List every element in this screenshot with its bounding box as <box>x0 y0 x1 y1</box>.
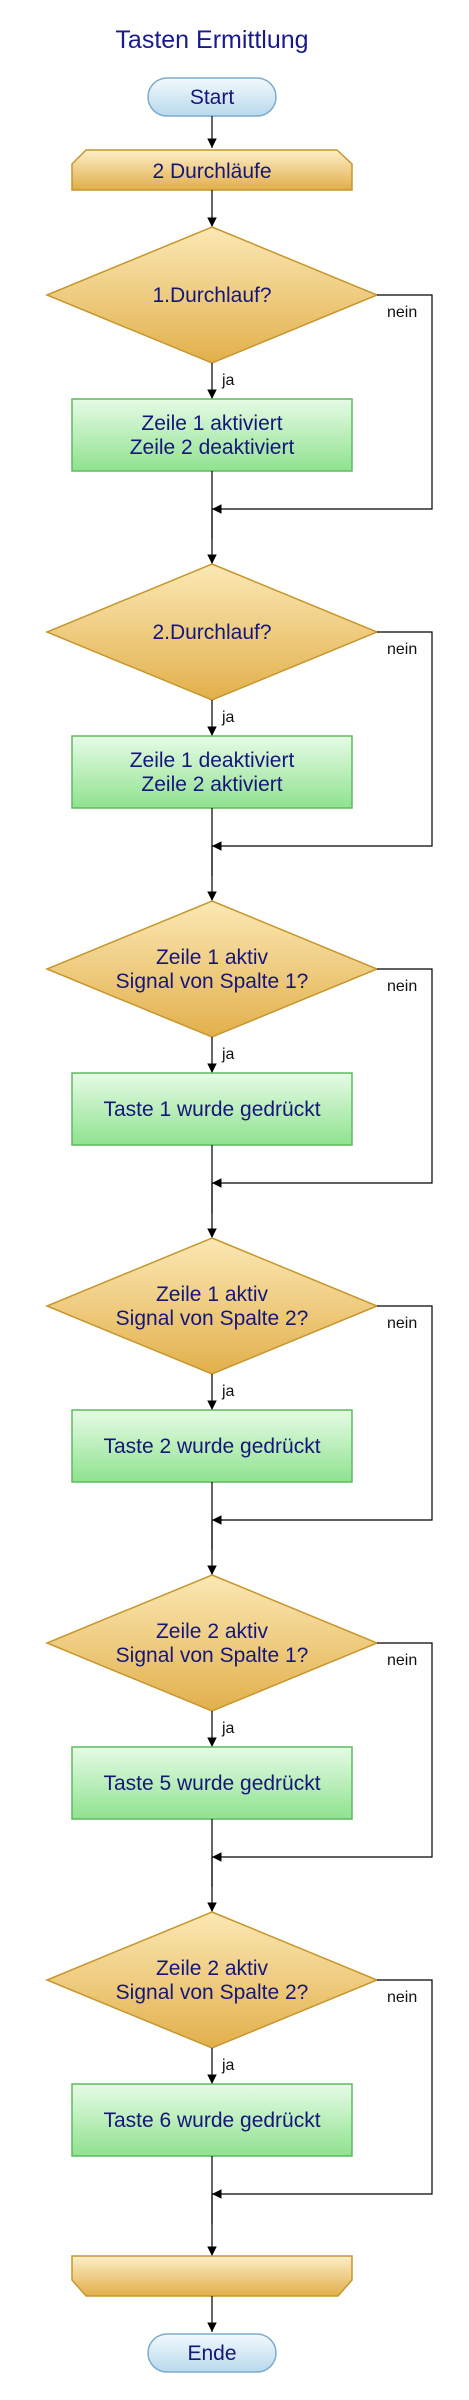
decision-text: 2.Durchlauf? <box>152 621 271 644</box>
yes-label: ja <box>221 1720 235 1737</box>
decision-text: Signal von Spalte 1? <box>116 970 309 993</box>
action-box <box>71 1072 353 1146</box>
action-box <box>71 2083 353 2157</box>
yes-label: ja <box>221 2057 235 2074</box>
action-box <box>71 735 353 809</box>
no-label: nein <box>387 1652 417 1669</box>
loop-start-node: 2 Durchläufe <box>71 149 353 191</box>
end-node: Ende <box>147 2333 277 2373</box>
no-label: nein <box>387 1315 417 1332</box>
decision-diamond <box>45 1237 379 1375</box>
action-box <box>71 1409 353 1483</box>
loop-end-node <box>71 2255 353 2297</box>
action-text: Taste 2 wurde gedrückt <box>103 1435 320 1458</box>
action-text: Taste 1 wurde gedrückt <box>103 1098 320 1121</box>
end-label: Ende <box>187 2342 236 2365</box>
no-label: nein <box>387 304 417 321</box>
decision-text: Signal von Spalte 2? <box>116 1981 309 2004</box>
no-label: nein <box>387 978 417 995</box>
no-label: nein <box>387 641 417 658</box>
decision-text: Signal von Spalte 1? <box>116 1644 309 1667</box>
decision-text: Zeile 1 aktiv <box>156 946 269 969</box>
decision-text: Zeile 2 aktiv <box>156 1957 269 1980</box>
page-title: Tasten Ermittlung <box>115 26 308 54</box>
loop-start-label: 2 Durchläufe <box>152 160 271 183</box>
action-box <box>71 398 353 472</box>
yes-label: ja <box>221 372 235 389</box>
decision-diamond <box>45 900 379 1038</box>
action-text: Taste 5 wurde gedrückt <box>103 1772 320 1795</box>
action-text: Zeile 1 aktiviert <box>141 412 282 435</box>
action-text: Taste 6 wurde gedrückt <box>103 2109 320 2132</box>
decision-diamond <box>45 1911 379 2049</box>
decision-text: Zeile 2 aktiv <box>156 1620 269 1643</box>
action-text: Zeile 2 aktiviert <box>141 773 282 796</box>
no-label: nein <box>387 1989 417 2006</box>
yes-label: ja <box>221 709 235 726</box>
action-text: Zeile 2 deaktiviert <box>130 436 295 459</box>
yes-label: ja <box>221 1046 235 1063</box>
decision-text: Zeile 1 aktiv <box>156 1283 269 1306</box>
decision-text: Signal von Spalte 2? <box>116 1307 309 1330</box>
start-node: Start <box>147 77 277 117</box>
action-text: Zeile 1 deaktiviert <box>130 749 295 772</box>
yes-label: ja <box>221 1383 235 1400</box>
decision-diamond <box>45 1574 379 1712</box>
decision-text: 1.Durchlauf? <box>152 284 271 307</box>
start-label: Start <box>190 86 235 109</box>
